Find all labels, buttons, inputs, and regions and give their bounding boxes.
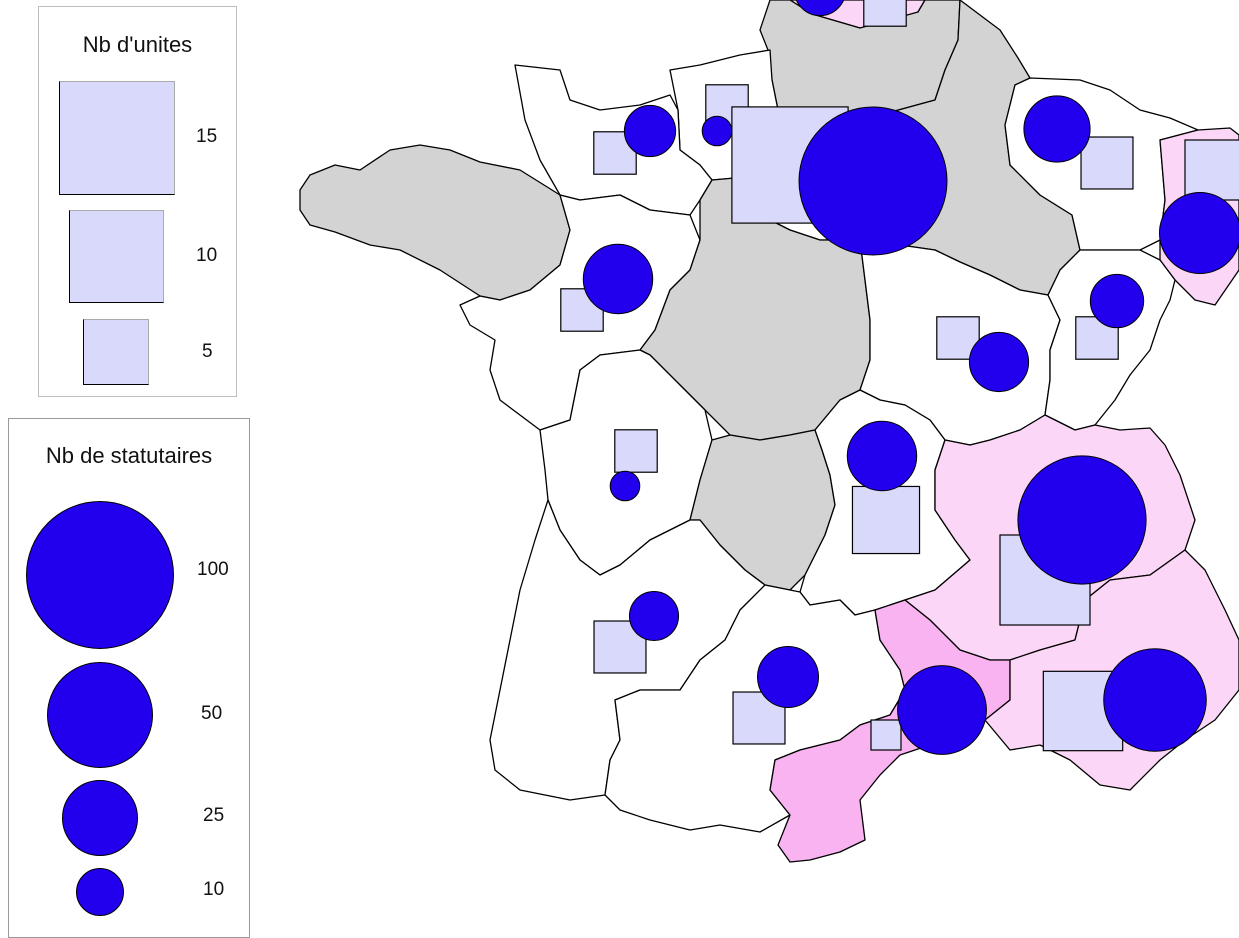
staff-circle-bourgogne <box>968 331 1030 393</box>
staff-circle-aquitaine <box>628 590 680 642</box>
staff-circle-languedoc-roussillon <box>897 665 987 755</box>
units-square-lorraine <box>1080 136 1134 190</box>
units-square-midi-pyrenees <box>732 691 786 745</box>
staff-circle-nord <box>795 0 845 17</box>
staff-circle-haute-normandie <box>701 115 733 147</box>
legend-units-label-5: 5 <box>202 341 213 362</box>
legend-staff-label-10: 10 <box>203 879 225 900</box>
staff-circle-rhone-alpes <box>1017 455 1147 585</box>
units-square-languedoc-roussillon <box>870 719 902 751</box>
legend-staff-label-50: 50 <box>201 703 223 724</box>
staff-circle-auvergne <box>846 420 918 492</box>
legend-circle-100 <box>26 501 174 649</box>
staff-circle-midi-pyrenees <box>756 645 820 709</box>
legend-circle-10 <box>76 868 124 916</box>
staff-circle-alsace <box>1158 191 1239 275</box>
legend-staff-label-100: 100 <box>197 559 229 580</box>
staff-circle-pays-de-la-loire <box>582 243 654 315</box>
staff-circle-ile-de-france <box>798 106 948 256</box>
staff-circle-basse-normandie <box>623 104 677 158</box>
legend-staff-title: Nb de statutaires <box>45 443 213 468</box>
units-square-auvergne <box>851 485 921 555</box>
legend-circle-50 <box>47 662 153 768</box>
staff-circle-lorraine <box>1023 95 1091 163</box>
legend-staff: Nb de statutaires 100 50 25 10 <box>8 418 250 938</box>
region-bretagne <box>299 144 571 301</box>
units-square-poitou-charentes <box>614 429 658 473</box>
staff-circle-franche-comte <box>1089 273 1145 329</box>
staff-circle-poitou-charentes <box>609 470 641 502</box>
units-square-nord <box>863 0 907 27</box>
legend-square-15 <box>59 81 175 195</box>
legend-circle-25 <box>62 780 138 856</box>
legend-units-title: Nb d'unites <box>82 32 193 57</box>
legend-square-10 <box>69 210 164 303</box>
legend-units-label-15: 15 <box>196 126 218 147</box>
legend-units: Nb d'unites 15 10 5 <box>38 6 237 397</box>
units-square-alsace <box>1184 139 1239 201</box>
staff-circle-provence-alpes-cote-d-azur <box>1103 648 1207 752</box>
legend-staff-label-25: 25 <box>203 805 225 826</box>
legend-units-label-10: 10 <box>196 245 218 266</box>
legend-square-5 <box>83 319 149 385</box>
